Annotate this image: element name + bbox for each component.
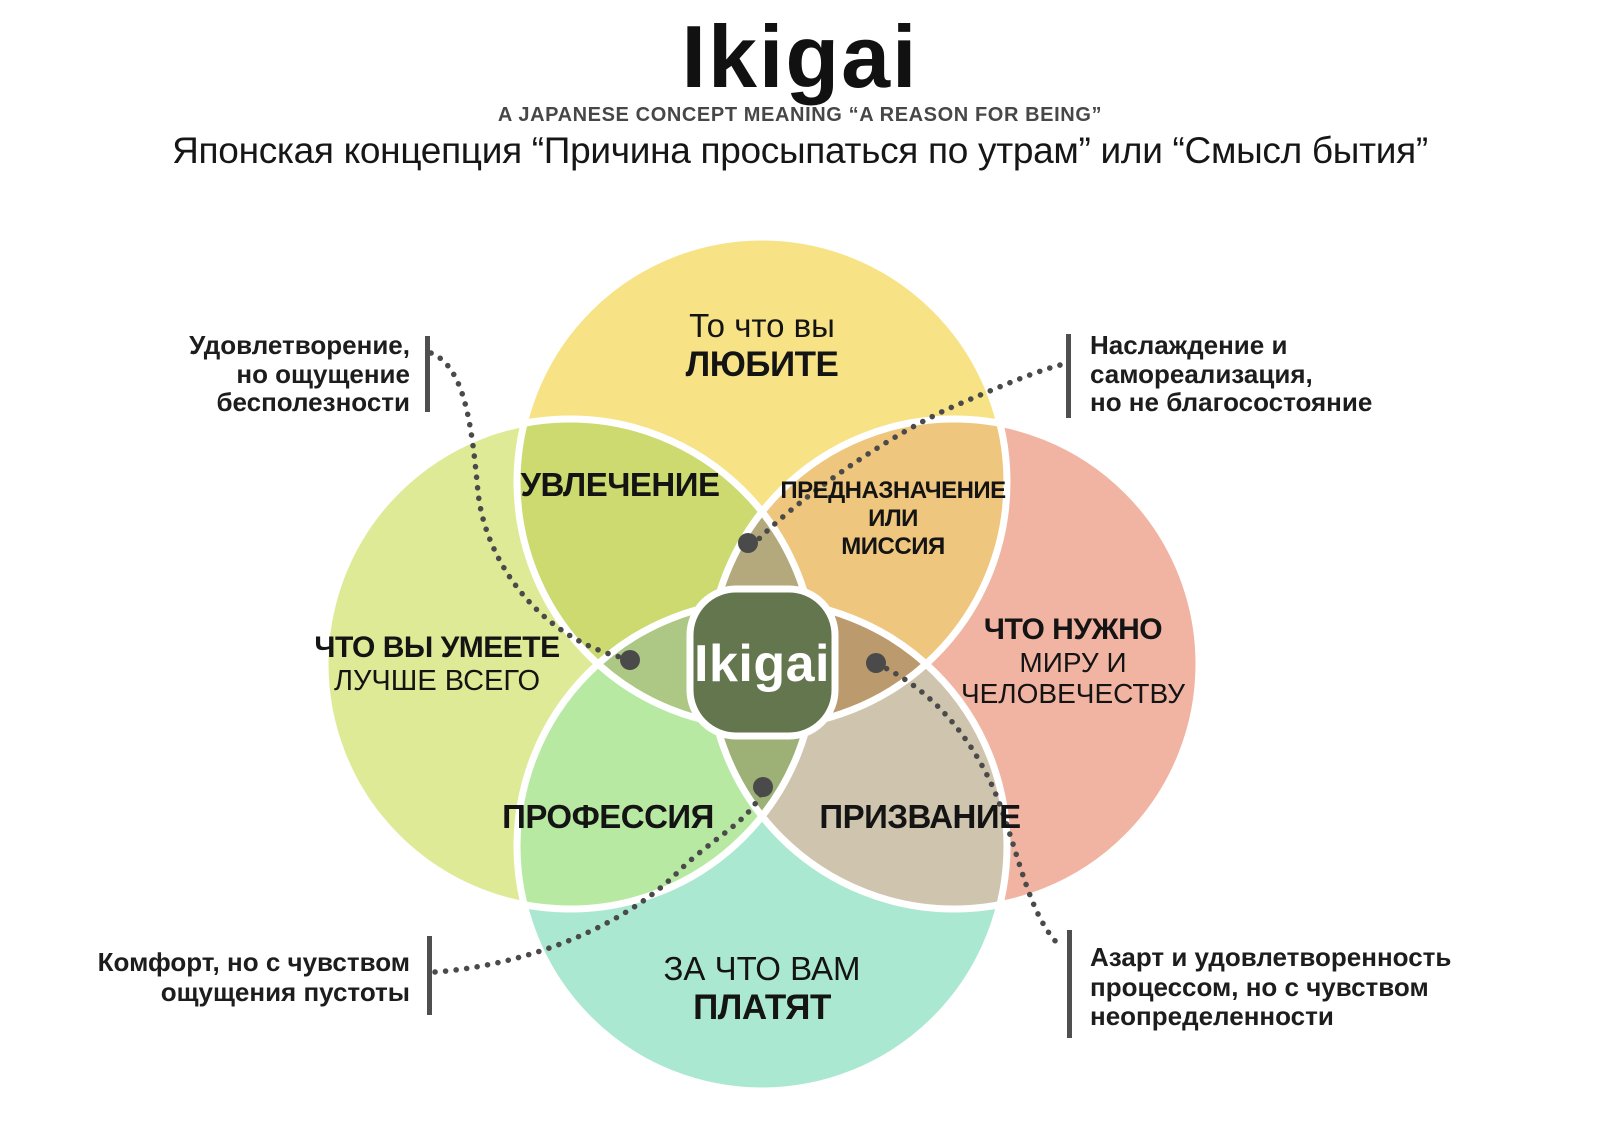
center-ikigai-label: Ikigai — [694, 635, 830, 693]
subtitle-russian: Японская концепция “Причина просыпаться … — [172, 130, 1428, 171]
overlap-label-passion: УВЛЕЧЕНИЕ — [520, 466, 720, 503]
right-circle-label: ЧТО НУЖНО МИРУ И ЧЕЛОВЕЧЕСТВУ — [923, 613, 1223, 709]
annotation-top-left: Удовлетворение, но ощущение бесполезност… — [90, 331, 410, 417]
right-circle-label-line1: ЧТО НУЖНО — [983, 613, 1163, 646]
mission-line2: ИЛИ — [868, 505, 918, 532]
annotation-bottom-right-line3: неопределенности — [1090, 1001, 1334, 1031]
left-circle-label-line2: ЛУЧШЕ ВСЕГО — [333, 664, 541, 697]
overlap-label-vocation: ПРИЗВАНИЕ — [819, 798, 1021, 835]
connector-curve-bottom-left — [432, 789, 765, 975]
annotation-bottom-right-line1: Азарт и удовлетворенность — [1090, 942, 1452, 972]
left-circle-label-line1: ЧТО ВЫ УМЕЕТЕ — [314, 631, 560, 664]
annotation-bar-bottom-left — [427, 936, 432, 1015]
connector-dot-bottom-right — [866, 653, 886, 673]
annotation-top-right: Наслаждение и самореализация, но не благ… — [1090, 331, 1470, 417]
bottom-circle-label-line1: ЗА ЧТО ВАМ — [663, 950, 861, 987]
overlap-label-profession: ПРОФЕССИЯ — [502, 798, 714, 835]
annotation-bottom-left-line2: ощущения пустоты — [160, 976, 410, 1007]
top-circle-label-line1: То что вы — [689, 307, 835, 344]
subtitle-english: A JAPANESE CONCEPT MEANING “A REASON FOR… — [497, 104, 1103, 126]
annotation-top-right-line1: Наслаждение и — [1090, 330, 1288, 360]
bottom-circle-label: ЗА ЧТО ВАМ ПЛАТЯТ — [562, 950, 962, 1027]
connector-curve-top-left — [428, 350, 623, 660]
annotation-bottom-right-line2: процессом, но с чувством — [1090, 971, 1429, 1002]
connector-dot-top-left — [620, 650, 640, 670]
right-circle-label-line3: ЧЕЛОВЕЧЕСТВУ — [960, 677, 1186, 709]
annotation-top-left-line2: но ощущение — [236, 358, 410, 389]
overlap-label-mission: ПРЕДНАЗНАЧЕНИЕ ИЛИ МИССИЯ — [770, 477, 1016, 561]
connector-curve-bottom-right — [874, 661, 1061, 947]
annotation-bottom-left-line1: Комфорт, но с чувством — [97, 947, 410, 977]
annotation-bottom-right: Азарт и удовлетворенность процессом, но … — [1090, 942, 1490, 1032]
page-title: Ikigai — [681, 7, 919, 106]
top-circle-label: То что вы ЛЮБИТЕ — [562, 307, 962, 384]
annotation-bar-top-right — [1066, 334, 1071, 418]
annotation-top-right-line2: самореализация, — [1090, 358, 1313, 389]
annotation-top-left-line3: бесполезности — [216, 387, 410, 417]
connector-dot-top-right — [738, 533, 758, 553]
annotation-bottom-left: Комфорт, но с чувством ощущения пустоты — [88, 947, 410, 1007]
connector-dot-bottom-left — [753, 777, 773, 797]
mission-line1: ПРЕДНАЗНАЧЕНИЕ — [780, 477, 1006, 504]
annotation-bar-bottom-right — [1067, 930, 1072, 1038]
annotation-bar-top-left — [425, 336, 430, 412]
mission-line3: МИССИЯ — [841, 533, 945, 560]
center-ikigai-badge — [686, 585, 839, 740]
annotation-top-left-line1: Удовлетворение, — [189, 330, 410, 360]
bottom-circle-label-line2: ПЛАТЯТ — [693, 987, 831, 1027]
left-circle-label: ЧТО ВЫ УМЕЕТЕ ЛУЧШЕ ВСЕГО — [287, 631, 587, 697]
right-circle-label-line2: МИРУ И — [1019, 646, 1127, 678]
annotation-top-right-line3: но не благосостояние — [1090, 387, 1373, 417]
top-circle-label-line2: ЛЮБИТЕ — [685, 344, 839, 384]
connector-curve-top-right — [749, 361, 1067, 549]
